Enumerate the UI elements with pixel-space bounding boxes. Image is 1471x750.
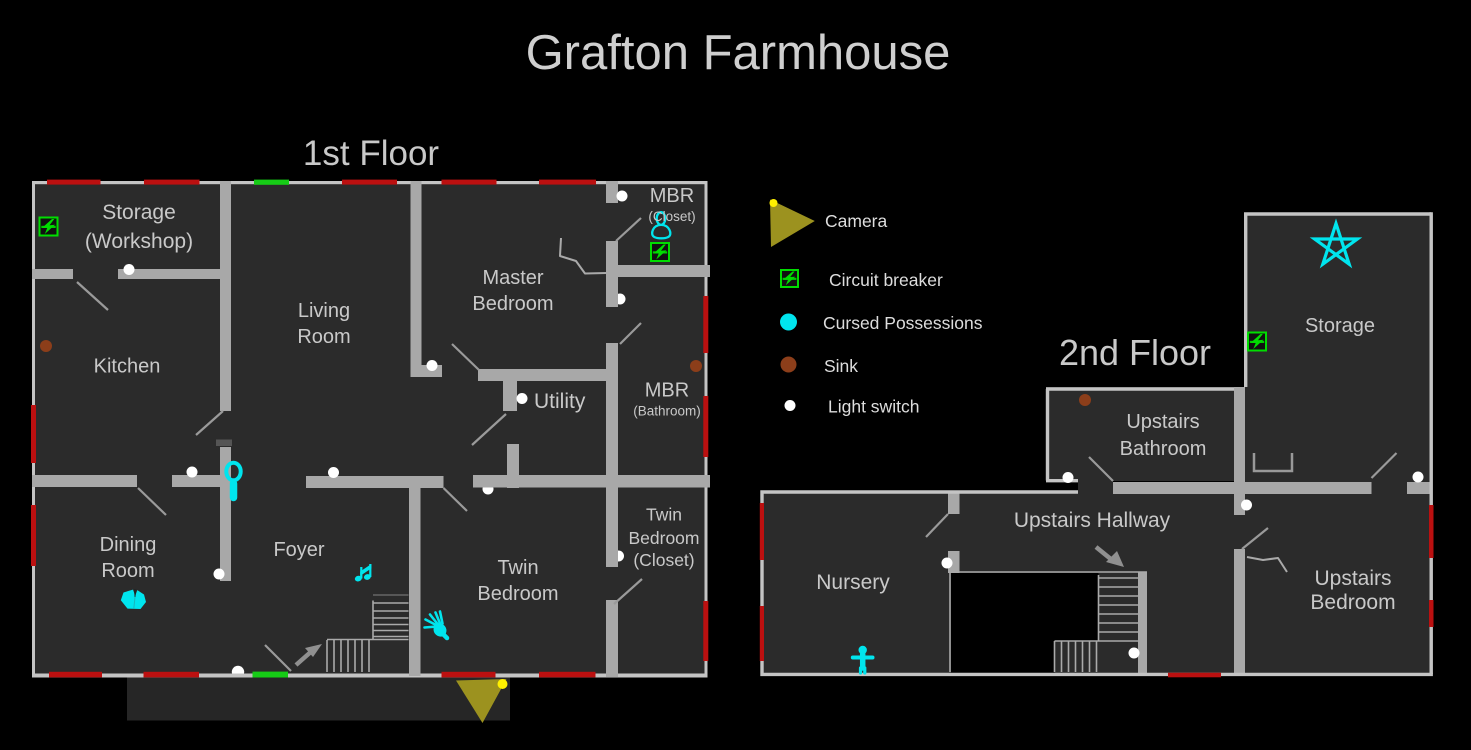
svg-text:Room: Room: [297, 326, 350, 348]
svg-text:Foyer: Foyer: [273, 539, 324, 561]
svg-text:Dining: Dining: [100, 534, 157, 556]
svg-text:Bedroom: Bedroom: [628, 528, 699, 548]
svg-text:Circuit breaker: Circuit breaker: [829, 270, 943, 290]
svg-text:Storage: Storage: [1305, 315, 1375, 337]
svg-text:1st Floor: 1st Floor: [303, 134, 439, 173]
svg-text:Light switch: Light switch: [828, 397, 919, 417]
svg-text:MBR: MBR: [645, 380, 689, 402]
svg-text:Kitchen: Kitchen: [94, 356, 161, 378]
svg-text:Twin: Twin: [497, 557, 538, 579]
svg-text:(Bathroom): (Bathroom): [633, 404, 701, 419]
svg-text:Upstairs: Upstairs: [1314, 567, 1391, 590]
svg-text:MBR: MBR: [650, 185, 694, 207]
svg-text:Upstairs Hallway: Upstairs Hallway: [1014, 509, 1171, 532]
svg-text:Upstairs: Upstairs: [1126, 411, 1199, 433]
svg-text:Master: Master: [482, 267, 543, 289]
svg-text:2nd Floor: 2nd Floor: [1059, 332, 1211, 373]
svg-text:(Closet): (Closet): [633, 550, 694, 570]
svg-text:(Closet): (Closet): [648, 209, 695, 224]
svg-text:Camera: Camera: [825, 211, 888, 231]
svg-text:Grafton Farmhouse: Grafton Farmhouse: [526, 26, 951, 80]
svg-text:Nursery: Nursery: [816, 571, 890, 594]
svg-text:Storage: Storage: [102, 201, 176, 224]
svg-text:Sink: Sink: [824, 356, 858, 376]
svg-text:Bathroom: Bathroom: [1120, 438, 1207, 460]
svg-text:Utility: Utility: [534, 390, 586, 413]
svg-text:(Workshop): (Workshop): [85, 230, 193, 253]
svg-text:Bedroom: Bedroom: [1310, 591, 1395, 614]
svg-text:Room: Room: [101, 560, 154, 582]
svg-text:Bedroom: Bedroom: [477, 583, 558, 605]
svg-text:Twin: Twin: [646, 505, 682, 525]
svg-text:Cursed Possessions: Cursed Possessions: [823, 313, 983, 333]
svg-text:Bedroom: Bedroom: [472, 293, 553, 315]
svg-text:Living: Living: [298, 300, 350, 322]
